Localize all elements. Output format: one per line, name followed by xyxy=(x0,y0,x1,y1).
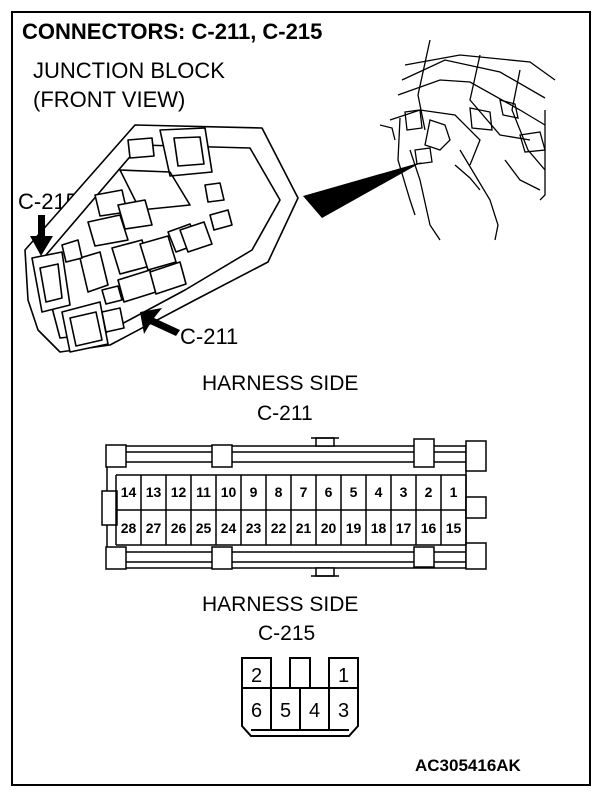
location-pointer xyxy=(303,162,422,218)
c211-pin-label: 13 xyxy=(146,484,162,500)
c215-pin-label: 4 xyxy=(309,700,320,722)
c215-connector-outline xyxy=(241,657,359,737)
c215-pin-label: 5 xyxy=(280,700,291,722)
c211-section-heading: HARNESS SIDE xyxy=(202,372,359,395)
c211-pin-label: 5 xyxy=(350,484,358,500)
c211-pin-label: 17 xyxy=(396,520,412,536)
c211-pin-label: 24 xyxy=(221,520,237,536)
c215-pin-label: 2 xyxy=(251,665,262,687)
c211-pin-labels: 14 13 12 11 10 9 8 7 6 5 4 3 2 1 28 27 2… xyxy=(121,484,462,536)
c211-pin-grid xyxy=(116,474,466,546)
c215-section-heading: HARNESS SIDE xyxy=(202,593,359,616)
c211-pin-label: 4 xyxy=(375,484,383,500)
c211-pin-label: 27 xyxy=(146,520,162,536)
c211-pin-label: 2 xyxy=(425,484,433,500)
c215-pin-labels: 2 1 6 5 4 3 xyxy=(251,665,349,722)
c215-arrow xyxy=(30,215,53,256)
c211-pin-label: 10 xyxy=(221,484,237,500)
c211-pin-label: 8 xyxy=(275,484,283,500)
c211-section-name: C-211 xyxy=(257,402,313,425)
c215-section-name: C-215 xyxy=(258,622,316,645)
c211-pin-label: 3 xyxy=(400,484,408,500)
diagram-title: CONNECTORS: C-211, C-215 xyxy=(22,19,323,44)
c211-pin-label: 19 xyxy=(346,520,362,536)
view-label-line2: (FRONT VIEW) xyxy=(33,87,186,112)
c211-pin-label: 18 xyxy=(371,520,387,536)
c211-pin-label: 6 xyxy=(325,484,333,500)
c211-pin-label: 20 xyxy=(321,520,337,536)
c211-pin-label: 1 xyxy=(450,484,458,500)
c211-pin-label: 21 xyxy=(296,520,312,536)
c211-pin-label: 7 xyxy=(300,484,308,500)
c211-pin-label: 12 xyxy=(171,484,187,500)
c215-pin-label: 6 xyxy=(251,700,262,722)
vehicle-dash-sketch xyxy=(379,39,556,241)
c211-pin-label: 26 xyxy=(171,520,187,536)
c211-pin-label: 25 xyxy=(196,520,212,536)
callout-c211: C-211 xyxy=(180,324,239,349)
c211-pin-label: 16 xyxy=(421,520,437,536)
junction-block-illustration xyxy=(24,124,299,353)
c211-pin-label: 15 xyxy=(446,520,462,536)
c211-pin-label: 11 xyxy=(196,484,211,500)
c211-pin-label: 9 xyxy=(250,484,258,500)
figure-code: AC305416AK xyxy=(415,756,521,775)
c211-arrow xyxy=(140,308,180,336)
c211-pin-label: 23 xyxy=(246,520,262,536)
c215-pin-label: 1 xyxy=(338,665,349,687)
c211-connector-outline xyxy=(101,437,487,577)
c211-pin-label: 28 xyxy=(121,520,137,536)
diagram-frame xyxy=(11,11,591,786)
c211-pin-label: 22 xyxy=(271,520,287,536)
c211-pin-label: 14 xyxy=(121,484,137,500)
view-label-line1: JUNCTION BLOCK xyxy=(33,58,225,83)
c215-pin-label: 3 xyxy=(338,700,349,722)
